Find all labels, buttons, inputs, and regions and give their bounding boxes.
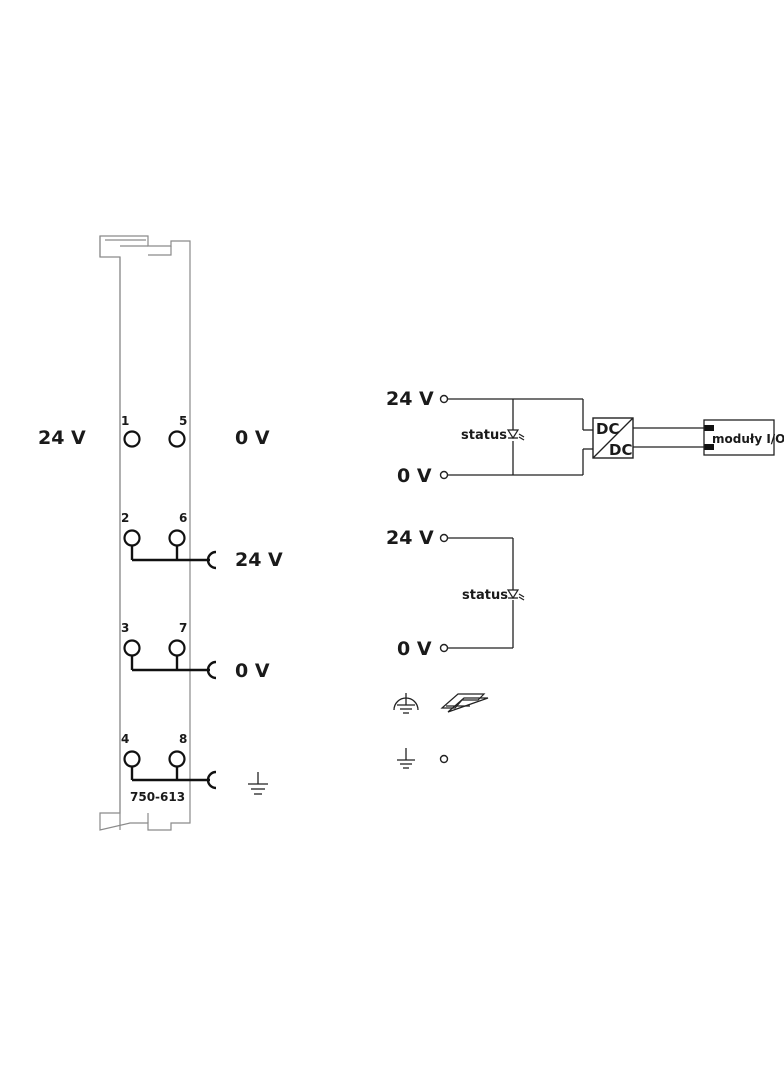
schematic-top-24v-terminal xyxy=(439,394,449,404)
terminal-1 xyxy=(123,430,141,448)
pin-number-4: 4 xyxy=(121,732,129,746)
pin-number-1: 1 xyxy=(121,414,129,428)
dcdc-output-wires xyxy=(633,425,714,450)
terminal-3 xyxy=(123,639,141,657)
schematic-top-0v-label: 0 V xyxy=(397,465,432,487)
ground-icon xyxy=(248,772,268,795)
label-24v-left: 24 V xyxy=(38,427,86,449)
schematic-bottom-24v-terminal xyxy=(439,533,449,543)
pin-number-5: 5 xyxy=(179,414,187,428)
terminal-7 xyxy=(168,639,186,657)
io-modules-box xyxy=(703,419,775,456)
dcdc-bottom-label: DC xyxy=(609,441,632,459)
bus-0v-connection xyxy=(130,655,217,680)
io-modules-label: moduły I/O xyxy=(712,432,784,446)
schematic-top-status-label: status xyxy=(461,428,507,443)
bus-24v-label: 24 V xyxy=(235,549,283,571)
label-0v-right: 0 V xyxy=(235,427,270,449)
pin-number-7: 7 xyxy=(179,621,187,635)
part-number: 750-613 xyxy=(130,790,185,804)
terminal-4 xyxy=(123,750,141,768)
pin-number-3: 3 xyxy=(121,621,129,635)
schematic-top-24v-label: 24 V xyxy=(386,388,434,410)
dcdc-converter xyxy=(592,417,634,459)
pin-number-2: 2 xyxy=(121,511,129,525)
pin-number-8: 8 xyxy=(179,732,187,746)
pin-number-6: 6 xyxy=(179,511,187,525)
bus-ground-connection xyxy=(130,766,217,790)
din-rail-icon xyxy=(440,693,489,713)
protective-earth-icon xyxy=(393,693,419,714)
led-icon xyxy=(506,589,525,601)
schematic-top-wiring xyxy=(448,398,593,476)
module-housing xyxy=(99,235,191,831)
schematic-bottom-0v-terminal xyxy=(439,643,449,653)
led-icon xyxy=(506,429,525,441)
ground-icon xyxy=(397,748,415,769)
schematic-top-0v-terminal xyxy=(439,470,449,480)
schematic-bottom-status-label: status xyxy=(462,588,508,603)
schematic-ground-terminal xyxy=(439,754,449,764)
schematic-bottom-wiring xyxy=(448,537,514,649)
bus-0v-label: 0 V xyxy=(235,660,270,682)
schematic-bottom-0v-label: 0 V xyxy=(397,638,432,660)
terminal-6 xyxy=(168,529,186,547)
terminal-2 xyxy=(123,529,141,547)
dcdc-top-label: DC xyxy=(596,420,619,438)
bus-24v-connection xyxy=(130,545,217,570)
schematic-bottom-24v-label: 24 V xyxy=(386,527,434,549)
terminal-5 xyxy=(168,430,186,448)
terminal-8 xyxy=(168,750,186,768)
